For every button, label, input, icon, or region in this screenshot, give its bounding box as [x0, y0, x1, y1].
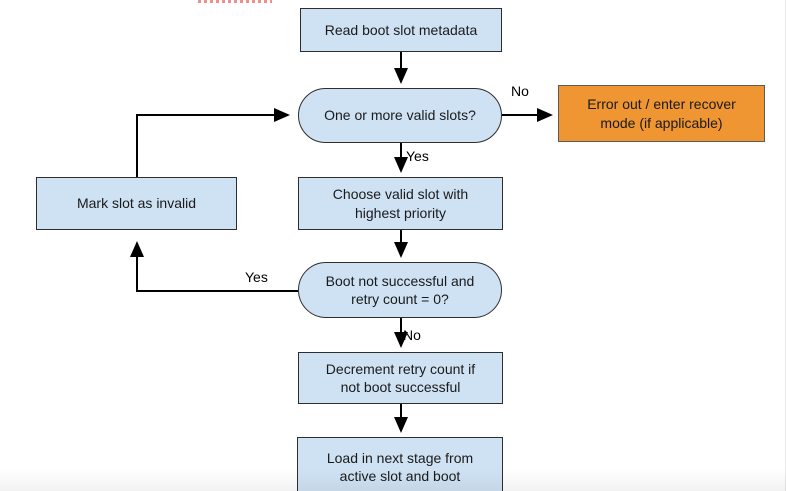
- node-label: Decrement retry count if not boot succes…: [325, 360, 476, 395]
- edge-label-no-to-error: No: [511, 83, 529, 99]
- node-load-next-stage: Load in next stage from active slot and …: [297, 437, 503, 491]
- node-label: One or more valid slots?: [324, 107, 476, 124]
- node-label: Boot not successful and retry count = 0?: [325, 272, 475, 307]
- node-label: Mark slot as invalid: [76, 195, 197, 212]
- node-error-recover-mode: Error out / enter recover mode (if appli…: [558, 85, 765, 142]
- node-choose-valid-slot: Choose valid slot with highest priority: [298, 177, 503, 230]
- node-label: Load in next stage from active slot and …: [326, 449, 474, 484]
- node-label: Choose valid slot with highest priority: [332, 186, 469, 221]
- node-decision-valid-slots: One or more valid slots?: [298, 88, 502, 143]
- edge-label-no-to-decrement: No: [403, 327, 421, 343]
- arrow-mark-invalid-to-valid-slots: [136, 108, 290, 177]
- node-label: Error out / enter recover mode (if appli…: [587, 96, 736, 131]
- node-decrement-retry-count: Decrement retry count if not boot succes…: [298, 352, 503, 404]
- arrow-boot-check-yes-to-mark-invalid: [130, 241, 298, 292]
- node-label: Read boot slot metadata: [324, 21, 478, 38]
- edge-label-yes-to-choose: Yes: [406, 148, 429, 164]
- node-decision-boot-not-successful: Boot not successful and retry count = 0?: [298, 262, 502, 318]
- edge-label-yes-to-mark-invalid: Yes: [245, 269, 268, 285]
- red-dotted-spellcheck-marks: [198, 0, 272, 3]
- node-mark-slot-invalid: Mark slot as invalid: [36, 177, 237, 230]
- node-read-boot-slot-metadata: Read boot slot metadata: [300, 8, 502, 52]
